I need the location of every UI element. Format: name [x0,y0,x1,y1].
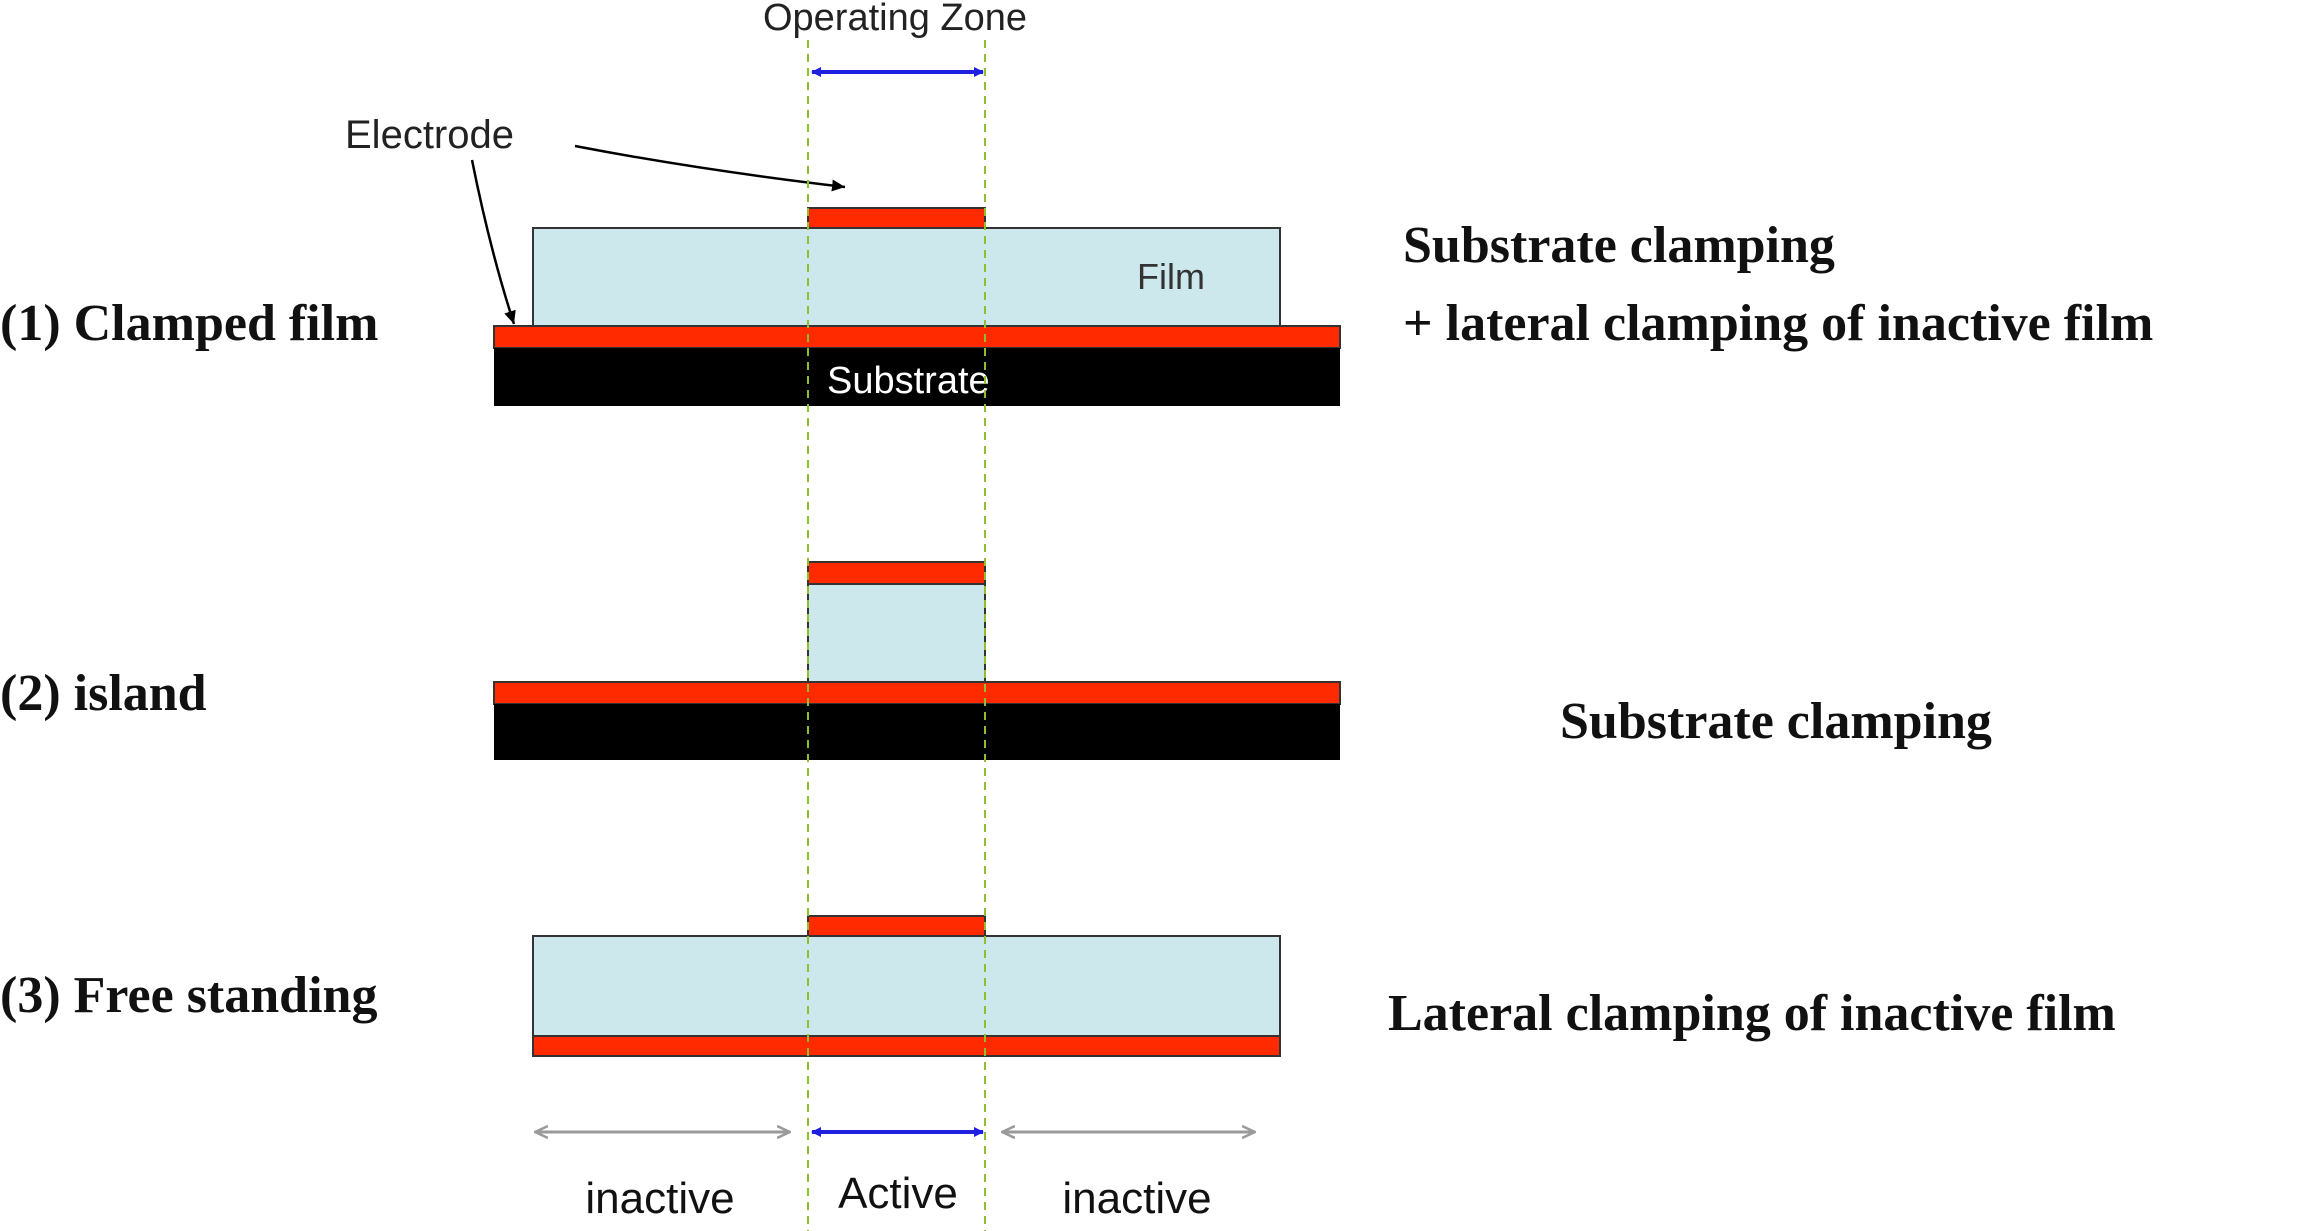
row-2-label: (2) island [0,665,207,722]
row-3-label: (3) Free standing [0,967,377,1024]
row-3-description: Lateral clamping of inactive film [1388,985,2116,1042]
free-film [532,935,1281,1037]
electrode-top-pointer [574,144,846,192]
free-bottom-electrode [532,1035,1281,1057]
free-standing-stack [532,915,1281,1057]
island-bottom-electrode [493,681,1341,705]
substrate-label: Substrate [827,360,990,402]
top-electrode [807,207,986,229]
row-1-description-line-1: Substrate clamping [1403,217,1835,274]
electrode-label: Electrode [345,113,514,157]
substrate-layer [494,348,1340,406]
clamped-film-stack [493,207,1341,406]
island-top-electrode [807,561,986,585]
inactive-left-label: inactive [585,1174,734,1223]
row-1-label: (1) Clamped film [0,295,378,352]
island-substrate [494,704,1340,760]
island-stack [493,561,1341,760]
bottom-electrode [493,325,1341,349]
operating-zone-label: Operating Zone [763,0,1027,39]
electrode-bottom-pointer [470,159,516,325]
inactive-right-label: inactive [1062,1174,1211,1223]
row-1-description-line-2: + lateral clamping of inactive film [1403,295,2153,352]
active-label: Active [838,1169,958,1218]
film-label: Film [1137,256,1205,297]
island-film [807,583,986,683]
row-2-description: Substrate clamping [1560,693,1992,750]
free-top-electrode [807,915,986,937]
